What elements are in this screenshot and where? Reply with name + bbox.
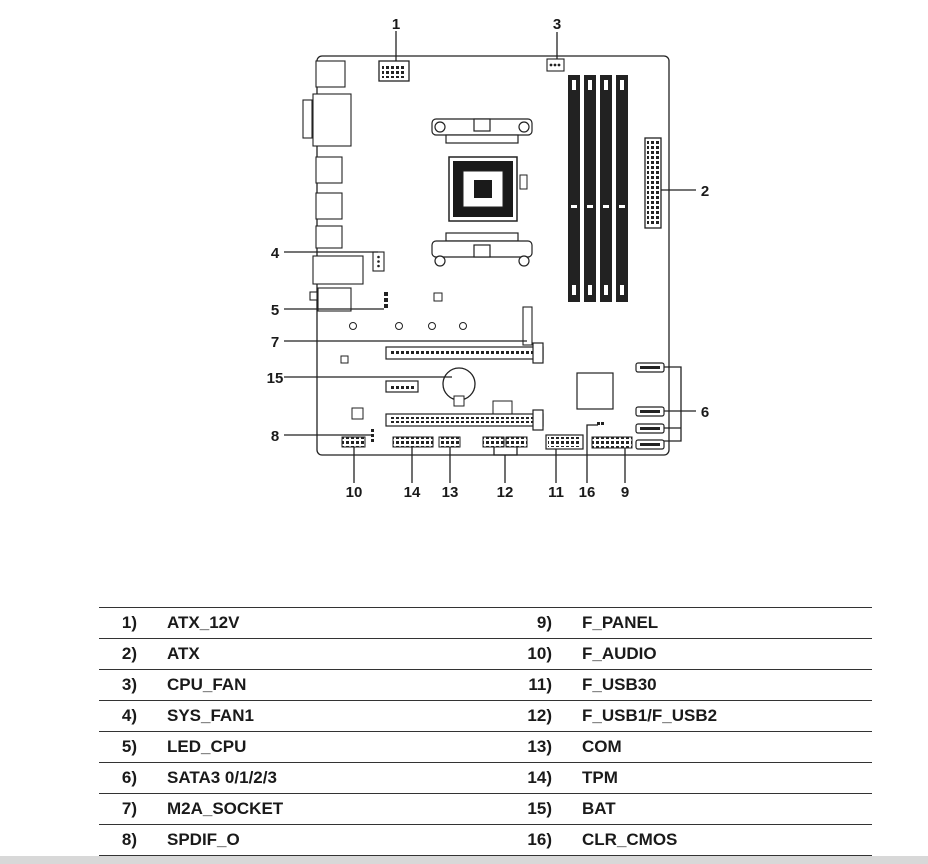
callout-14: 14 xyxy=(404,484,421,501)
pcie-x1-slot xyxy=(385,380,419,393)
callout-7: 7 xyxy=(271,334,279,351)
legend-row: 7) M2A_SOCKET 15) BAT xyxy=(99,793,872,825)
legend-name: F_USB1/F_USB2 xyxy=(552,700,872,732)
legend-name: BAT xyxy=(552,793,872,825)
f-panel-header xyxy=(591,436,633,449)
callout-13: 13 xyxy=(442,484,459,501)
f-audio-header xyxy=(341,436,366,448)
legend-number: 5) xyxy=(99,731,137,763)
com-header xyxy=(438,436,461,448)
dimm-slots xyxy=(568,75,628,302)
legend-number: 14) xyxy=(442,762,552,794)
callout-11: 11 xyxy=(548,484,564,501)
callout-2: 2 xyxy=(701,183,709,200)
led-cpu xyxy=(384,292,388,308)
f-usb30-header xyxy=(545,434,584,450)
battery xyxy=(442,367,476,407)
atx-12v-connector xyxy=(378,60,410,82)
sys-fan1-header xyxy=(372,251,385,272)
legend-number: 7) xyxy=(99,793,137,825)
legend-number: 3) xyxy=(99,669,137,701)
callout-15: 15 xyxy=(267,370,284,387)
legend-name: CLR_CMOS xyxy=(552,824,872,856)
legend-number: 9) xyxy=(442,607,552,639)
legend-number: 11) xyxy=(442,669,552,701)
legend-number: 8) xyxy=(99,824,137,856)
legend-number: 12) xyxy=(442,700,552,732)
motherboard-layout-diagram: 1 2 3 4 5 6 7 8 9 10 11 12 13 14 15 16 xyxy=(267,16,710,501)
callout-1: 1 xyxy=(392,16,400,33)
legend-name: SATA3 0/1/2/3 xyxy=(137,762,442,794)
callout-4: 4 xyxy=(271,245,280,262)
legend-name: F_AUDIO xyxy=(552,638,872,670)
spdif-o-header xyxy=(371,429,374,442)
legend-number: 13) xyxy=(442,731,552,763)
legend-row: 6) SATA3 0/1/2/3 14) TPM xyxy=(99,762,872,794)
page-bottom-edge xyxy=(0,856,928,864)
callout-16: 16 xyxy=(579,484,596,501)
pcie-x16-slot-1 xyxy=(385,342,544,364)
connector-legend-table: 1) ATX_12V 9) F_PANEL 2) ATX 10) F_AUDIO… xyxy=(99,607,872,856)
callout-3: 3 xyxy=(553,16,561,33)
rear-io-ports xyxy=(302,60,364,312)
legend-name: CPU_FAN xyxy=(137,669,442,701)
tpm-header xyxy=(392,436,434,448)
legend-name: F_USB30 xyxy=(552,669,872,701)
atx-24pin-connector xyxy=(644,137,662,229)
cpu-fan-header xyxy=(546,58,565,72)
clr-cmos-jumper xyxy=(597,422,604,425)
callout-10: 10 xyxy=(346,484,363,501)
legend-name: SYS_FAN1 xyxy=(137,700,442,732)
legend-number: 4) xyxy=(99,700,137,732)
legend-row: 2) ATX 10) F_AUDIO xyxy=(99,638,872,670)
legend-number: 10) xyxy=(442,638,552,670)
legend-number: 16) xyxy=(442,824,552,856)
callout-labels: 1 2 3 4 5 6 7 8 9 10 11 12 13 14 15 16 xyxy=(267,16,710,501)
board-components xyxy=(340,292,614,420)
callout-leader-lines xyxy=(284,31,696,483)
legend-name: F_PANEL xyxy=(552,607,872,639)
legend-number: 15) xyxy=(442,793,552,825)
legend-row: 3) CPU_FAN 11) F_USB30 xyxy=(99,669,872,701)
legend-name: SPDIF_O xyxy=(137,824,442,856)
legend-name: COM xyxy=(552,731,872,763)
f-usb1-header xyxy=(482,436,505,448)
callout-9: 9 xyxy=(621,484,629,501)
legend-name: M2A_SOCKET xyxy=(137,793,442,825)
legend-number: 6) xyxy=(99,762,137,794)
callout-5: 5 xyxy=(271,302,279,319)
legend-name: LED_CPU xyxy=(137,731,442,763)
f-usb2-header xyxy=(505,436,528,448)
cpu-socket xyxy=(448,156,528,222)
legend-name: TPM xyxy=(552,762,872,794)
legend-number: 2) xyxy=(99,638,137,670)
legend-name: ATX_12V xyxy=(137,607,442,639)
m2a-socket xyxy=(522,306,533,346)
cpu-retention-bracket-bottom xyxy=(431,232,533,267)
legend-number: 1) xyxy=(99,607,137,639)
legend-row: 1) ATX_12V 9) F_PANEL xyxy=(99,607,872,639)
callout-8: 8 xyxy=(271,428,279,445)
legend-row: 5) LED_CPU 13) COM xyxy=(99,731,872,763)
pcie-x16-slot-2 xyxy=(385,409,544,431)
legend-row: 4) SYS_FAN1 12) F_USB1/F_USB2 xyxy=(99,700,872,732)
callout-12: 12 xyxy=(497,484,514,501)
callout-6: 6 xyxy=(701,404,709,421)
cpu-retention-bracket-top xyxy=(431,118,533,144)
legend-name: ATX xyxy=(137,638,442,670)
legend-row: 8) SPDIF_O 16) CLR_CMOS xyxy=(99,824,872,856)
